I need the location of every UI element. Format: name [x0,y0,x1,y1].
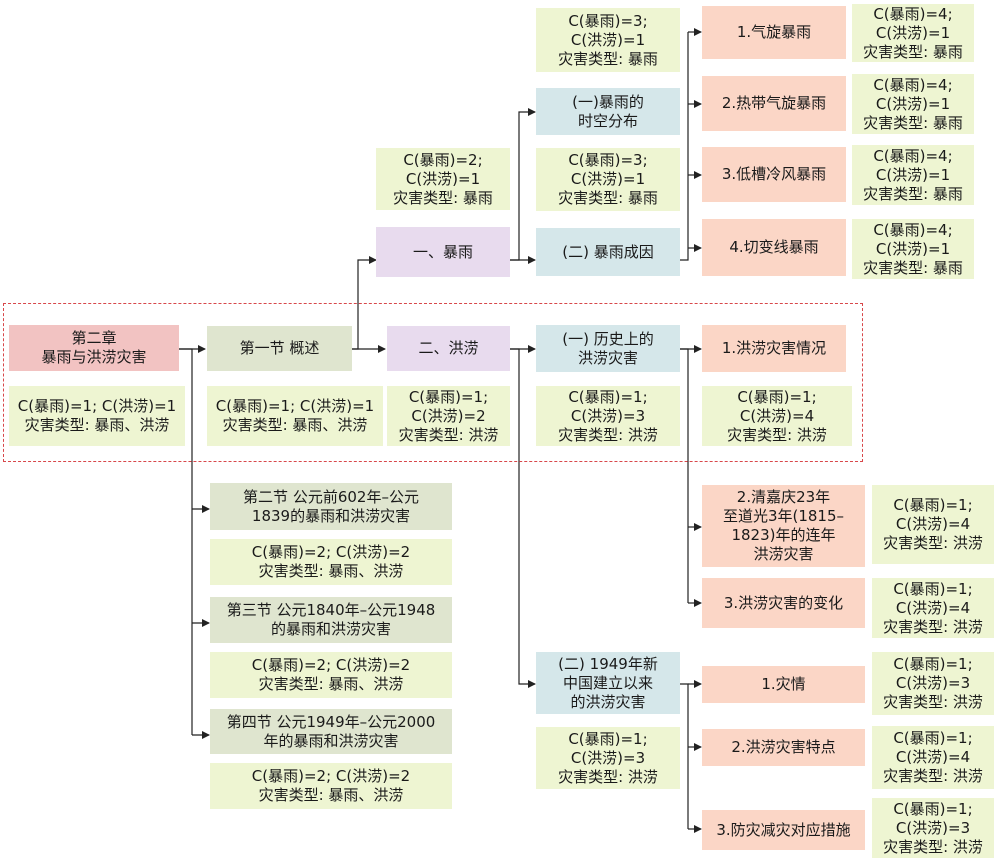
flood-item1-1-info: C(暴雨)=1; C(洪涝)=4 灾害类型: 洪涝 [702,386,852,446]
rainstorm-sub1-title: (一)暴雨的 时空分布 [572,92,644,130]
rainstorm-item-4-info: C(暴雨)=4; C(洪涝)=1 灾害类型: 暴雨 [852,219,974,279]
rainstorm-item-3-info-text: C(暴雨)=4; C(洪涝)=1 灾害类型: 暴雨 [863,146,963,203]
flood-sub2-title: (二) 1949年新 中国建立以来 的洪涝灾害 [558,654,658,711]
flood-sub2-node: (二) 1949年新 中国建立以来 的洪涝灾害 [536,652,680,714]
section2-node: 第二节 公元前602年–公元 1839的暴雨和洪涝灾害 [210,483,452,530]
section2-info-text: C(暴雨)=2; C(洪涝)=2 灾害类型: 暴雨、洪涝 [251,543,411,580]
rainstorm-item-3-label: 3.低槽冷风暴雨 [721,165,827,183]
section2-info: C(暴雨)=2; C(洪涝)=2 灾害类型: 暴雨、洪涝 [210,539,452,585]
flood-item1-3: 3.洪涝灾害的变化 [702,578,865,628]
focus-region-border [3,303,863,462]
rainstorm-title: 一、暴雨 [412,242,473,261]
chapter-info: C(暴雨)=1; C(洪涝)=1 灾害类型: 暴雨、洪涝 [9,386,185,446]
section1-info-text: C(暴雨)=1; C(洪涝)=1 灾害类型: 暴雨、洪涝 [215,397,375,434]
flood-item1-2-info-text: C(暴雨)=1; C(洪涝)=4 灾害类型: 洪涝 [883,496,983,552]
flood-item2-3-label: 3.防灾减灾对应措施 [716,820,851,839]
section2-title: 第二节 公元前602年–公元 1839的暴雨和洪涝灾害 [243,487,419,525]
flood-sub1-info-text: C(暴雨)=1; C(洪涝)=3 灾害类型: 洪涝 [558,387,658,444]
section3-title: 第三节 公元1840年–公元1948 的暴雨和洪涝灾害 [226,601,436,638]
rainstorm-info-text: C(暴雨)=2; C(洪涝)=1 灾害类型: 暴雨 [393,150,493,207]
rainstorm-item-2-info: C(暴雨)=4; C(洪涝)=1 灾害类型: 暴雨 [852,74,974,134]
rainstorm-sub2-info: C(暴雨)=3; C(洪涝)=1 灾害类型: 暴雨 [536,148,680,211]
section1-title: 第一节 概述 [239,339,320,357]
rainstorm-sub2-title: (二) 暴雨成因 [562,242,654,261]
flood-info-text: C(暴雨)=1; C(洪涝)=2 灾害类型: 洪涝 [398,387,499,444]
flood-item2-2-info-text: C(暴雨)=1; C(洪涝)=4 灾害类型: 洪涝 [883,729,983,785]
rainstorm-item-4: 4.切变线暴雨 [702,219,846,276]
flood-item2-1: 1.灾情 [702,666,865,703]
flood-item1-2-info: C(暴雨)=1; C(洪涝)=4 灾害类型: 洪涝 [872,485,994,564]
flood-item2-2: 2.洪涝灾害特点 [702,729,865,766]
rainstorm-sub1-node: (一)暴雨的 时空分布 [536,88,680,135]
rainstorm-item-2-label: 2.热带气旋暴雨 [721,94,827,112]
section3-info-text: C(暴雨)=2; C(洪涝)=2 灾害类型: 暴雨、洪涝 [251,656,411,693]
flood-item2-1-info-text: C(暴雨)=1; C(洪涝)=3 灾害类型: 洪涝 [883,655,983,711]
flood-item2-3-info: C(暴雨)=1; C(洪涝)=3 灾害类型: 洪涝 [872,798,994,858]
flood-item1-3-label: 3.洪涝灾害的变化 [723,593,844,612]
flood-item1-3-info-text: C(暴雨)=1; C(洪涝)=4 灾害类型: 洪涝 [883,579,983,636]
rainstorm-sub2-info-text: C(暴雨)=3; C(洪涝)=1 灾害类型: 暴雨 [558,151,658,207]
flood-item2-1-info: C(暴雨)=1; C(洪涝)=3 灾害类型: 洪涝 [872,652,994,715]
rainstorm-sub1-info: C(暴雨)=3; C(洪涝)=1 灾害类型: 暴雨 [536,8,680,72]
flood-item1-1-info-text: C(暴雨)=1; C(洪涝)=4 灾害类型: 洪涝 [727,387,827,444]
section4-info: C(暴雨)=2; C(洪涝)=2 灾害类型: 暴雨、洪涝 [210,763,452,809]
flood-sub1-node: (一) 历史上的 洪涝灾害 [536,325,680,372]
rainstorm-item-2-info-text: C(暴雨)=4; C(洪涝)=1 灾害类型: 暴雨 [863,75,963,132]
rainstorm-item-4-info-text: C(暴雨)=4; C(洪涝)=1 灾害类型: 暴雨 [863,220,963,277]
rainstorm-item-3-info: C(暴雨)=4; C(洪涝)=1 灾害类型: 暴雨 [852,145,974,205]
flood-sub1-info: C(暴雨)=1; C(洪涝)=3 灾害类型: 洪涝 [536,386,680,446]
rainstorm-item-2: 2.热带气旋暴雨 [702,76,846,131]
flood-item2-3: 3.防灾减灾对应措施 [702,810,865,850]
flood-item1-2: 2.清嘉庆23年 至道光3年(1815– 1823)年的连年 洪涝灾害 [702,485,865,567]
chapter-info-text: C(暴雨)=1; C(洪涝)=1 灾害类型: 暴雨、洪涝 [17,397,177,434]
rainstorm-node: 一、暴雨 [376,227,510,277]
rainstorm-item-4-label: 4.切变线暴雨 [729,238,819,256]
section4-node: 第四节 公元1949年–公元2000 年的暴雨和洪涝灾害 [210,709,452,754]
flood-item2-2-label: 2.洪涝灾害特点 [731,738,836,756]
flood-info: C(暴雨)=1; C(洪涝)=2 灾害类型: 洪涝 [387,386,510,446]
rainstorm-item-1-info: C(暴雨)=4; C(洪涝)=1 灾害类型: 暴雨 [852,4,974,62]
section1-info: C(暴雨)=1; C(洪涝)=1 灾害类型: 暴雨、洪涝 [207,386,383,446]
section1-node: 第一节 概述 [207,326,352,371]
rainstorm-sub2-node: (二) 暴雨成因 [536,228,680,276]
flood-item1-1: 1.洪涝灾害情况 [702,325,846,372]
flood-sub2-info: C(暴雨)=1; C(洪涝)=3 灾害类型: 洪涝 [536,727,680,789]
section4-info-text: C(暴雨)=2; C(洪涝)=2 灾害类型: 暴雨、洪涝 [251,767,411,804]
flood-item2-2-info: C(暴雨)=1; C(洪涝)=4 灾害类型: 洪涝 [872,726,994,789]
rainstorm-item-1: 1.气旋暴雨 [702,6,846,59]
chapter-node: 第二章 暴雨与洪涝灾害 [9,325,179,371]
flood-title: 二、洪涝 [418,339,479,357]
section3-node: 第三节 公元1840年–公元1948 的暴雨和洪涝灾害 [210,597,452,643]
section3-info: C(暴雨)=2; C(洪涝)=2 灾害类型: 暴雨、洪涝 [210,652,452,698]
rainstorm-item-1-info-text: C(暴雨)=4; C(洪涝)=1 灾害类型: 暴雨 [863,4,963,61]
rainstorm-info: C(暴雨)=2; C(洪涝)=1 灾害类型: 暴雨 [376,148,510,210]
rainstorm-sub1-info-text: C(暴雨)=3; C(洪涝)=1 灾害类型: 暴雨 [558,11,658,68]
rainstorm-item-3: 3.低槽冷风暴雨 [702,147,846,202]
flood-item2-3-info-text: C(暴雨)=1; C(洪涝)=3 灾害类型: 洪涝 [883,799,983,856]
flood-item2-1-label: 1.灾情 [761,675,806,693]
flood-item1-3-info: C(暴雨)=1; C(洪涝)=4 灾害类型: 洪涝 [872,578,994,638]
flood-item1-2-label: 2.清嘉庆23年 至道光3年(1815– 1823)年的连年 洪涝灾害 [722,488,845,563]
flood-item1-1-label: 1.洪涝灾害情况 [721,339,827,357]
flood-node: 二、洪涝 [387,326,510,371]
chapter-title: 第二章 暴雨与洪涝灾害 [41,329,147,366]
rainstorm-item-1-label: 1.气旋暴雨 [736,23,812,41]
section4-title: 第四节 公元1949年–公元2000 年的暴雨和洪涝灾害 [226,712,436,750]
flood-sub1-title: (一) 历史上的 洪涝灾害 [562,329,654,367]
flood-sub2-info-text: C(暴雨)=1; C(洪涝)=3 灾害类型: 洪涝 [558,729,658,786]
